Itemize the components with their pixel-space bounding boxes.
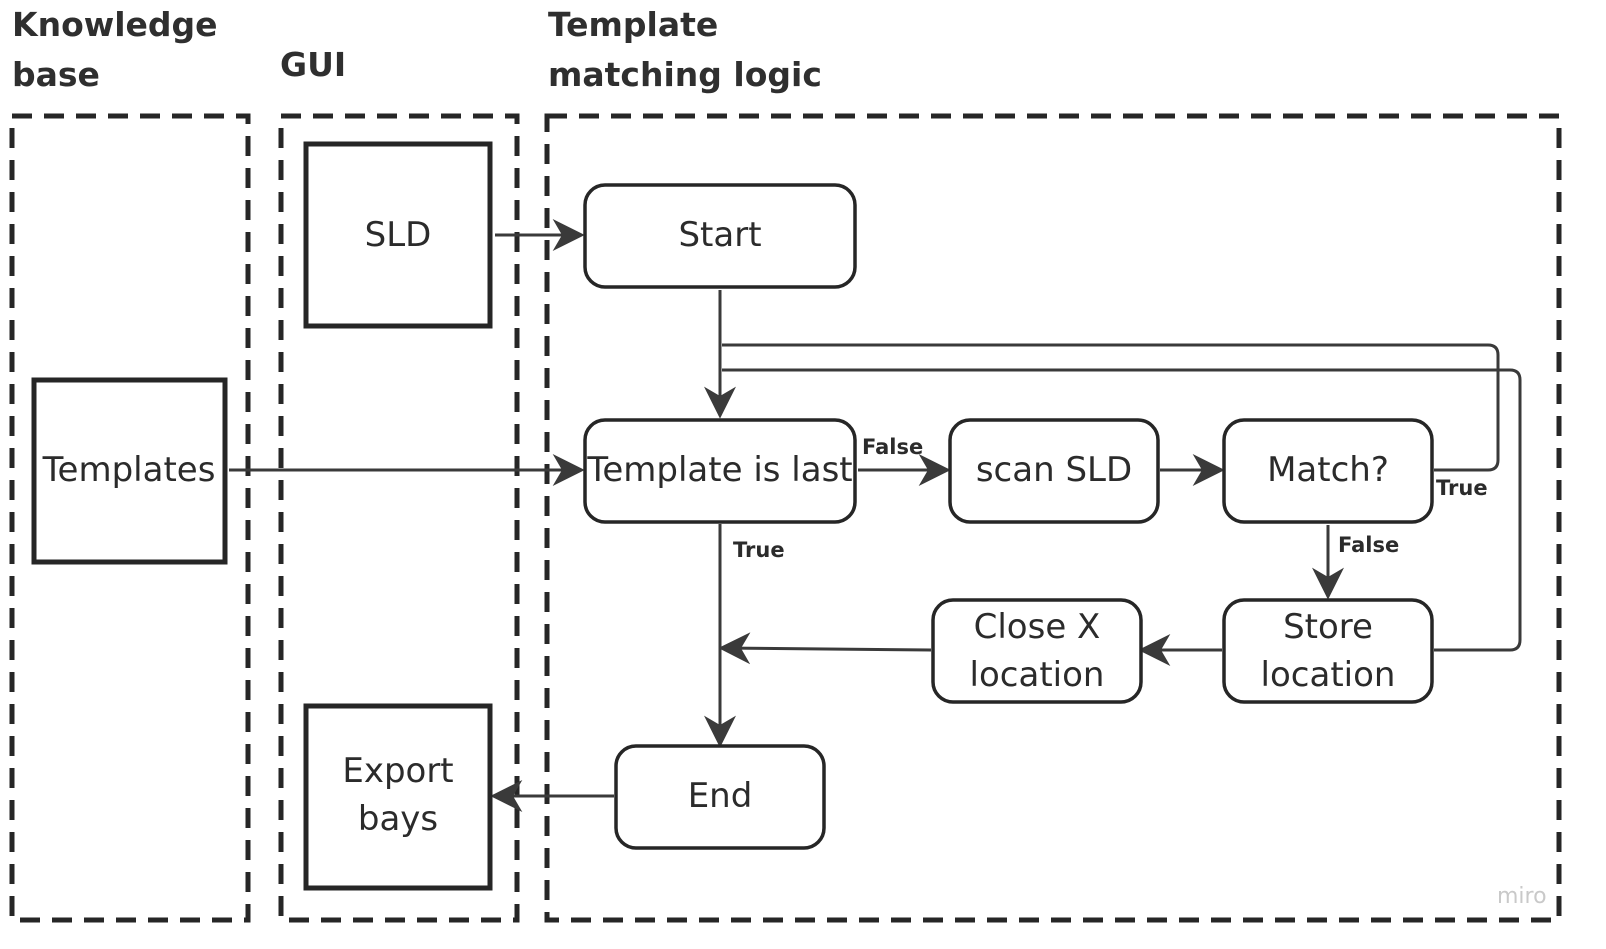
node-export-bays: Export bays (303, 703, 493, 891)
svg-text:scan SLD: scan SLD (976, 450, 1132, 490)
svg-text:Export: Export (342, 751, 453, 791)
node-start: Start (583, 183, 857, 289)
node-end: End (614, 744, 826, 850)
node-close-x-location: Close X location (931, 598, 1143, 704)
lane-title-knowledge-base: Knowledge base (12, 5, 218, 94)
svg-text:Templates: Templates (42, 450, 216, 490)
svg-text:Close X: Close X (974, 607, 1101, 647)
node-match: Match? (1222, 418, 1434, 524)
svg-text:Template is last: Template is last (586, 450, 852, 490)
edge-label-match-true: True (1436, 476, 1488, 500)
lane-title-template-matching: Template matching logic (548, 5, 822, 94)
node-templates: Templates (31, 377, 228, 565)
lane-template-matching (544, 113, 1562, 923)
svg-text:location: location (970, 655, 1105, 695)
edge-store-location-loop (722, 368, 1522, 652)
edge-match-true-loop (722, 343, 1500, 472)
node-store-location: Store location (1222, 598, 1434, 704)
edge-close-to-join (718, 632, 932, 665)
svg-text:SLD: SLD (365, 215, 432, 255)
edge-label-template-is-last-true: True (733, 538, 785, 562)
node-sld: SLD (303, 141, 493, 329)
svg-text:Match?: Match? (1267, 450, 1389, 490)
lane-title-gui: GUI (280, 45, 347, 84)
node-template-is-last: Template is last (583, 418, 857, 524)
miro-watermark: miro (1497, 884, 1547, 909)
lane-knowledge-base (9, 113, 251, 923)
svg-text:Store: Store (1283, 607, 1373, 647)
edge-label-template-is-last-false: False (862, 435, 923, 459)
svg-text:Start: Start (678, 215, 761, 255)
svg-text:bays: bays (358, 799, 438, 839)
lane-gui (278, 113, 520, 923)
edge-label-match-false: False (1338, 533, 1399, 557)
node-scan-sld: scan SLD (948, 418, 1160, 524)
svg-text:End: End (688, 776, 753, 816)
svg-text:location: location (1261, 655, 1396, 695)
